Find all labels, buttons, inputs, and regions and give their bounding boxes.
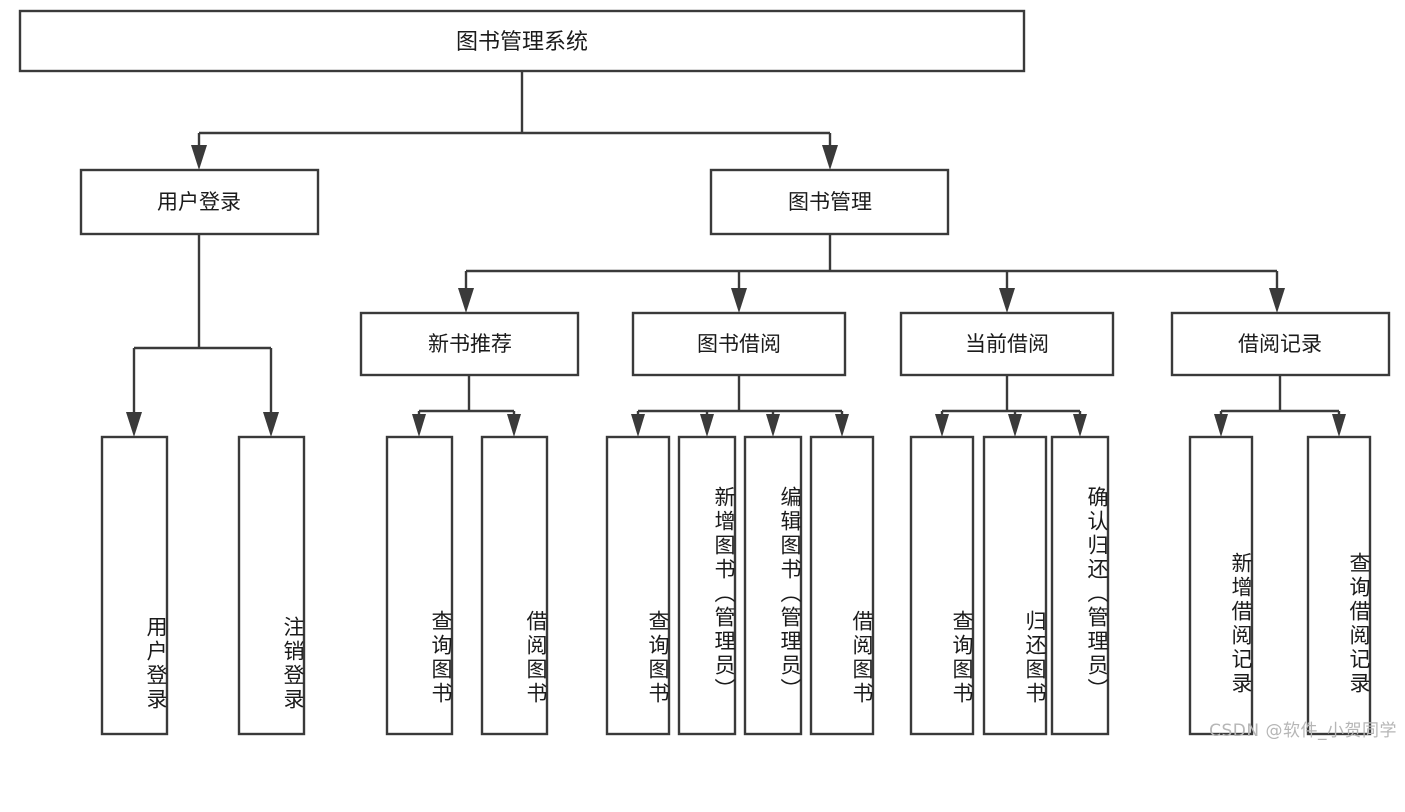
arrow-head-icon: [999, 288, 1015, 313]
edge-group-current-borrow: [935, 375, 1087, 437]
node-leaf-query-book-current-box[interactable]: [909, 435, 975, 736]
node-borrow-record-box[interactable]: [1170, 311, 1391, 377]
arrow-head-icon: [1269, 288, 1285, 313]
node-current-borrow-label: 当前借阅: [965, 332, 1049, 356]
arrow-head-icon: [766, 414, 780, 437]
flowchart-canvas: 图书管理系统 用户登录 图书管理 新书推荐 图书借阅 当前借阅 借阅记录: [18, 9, 1397, 741]
edge-group-book-mgmt: [458, 234, 1285, 313]
flowchart-svg: 图书管理系统 用户登录 图书管理 新书推荐 图书借阅 当前借阅 借阅记录: [18, 9, 1391, 736]
node-leaf-edit-book-admin-box[interactable]: [743, 435, 803, 736]
edge-group-root: [191, 71, 838, 170]
node-user-login-box[interactable]: [79, 168, 320, 236]
node-leaf-add-borrow-record-box[interactable]: [1188, 435, 1254, 736]
edge-group-user-login: [126, 234, 279, 437]
node-book-borrow[interactable]: 图书借阅: [631, 311, 847, 377]
arrow-head-icon: [631, 414, 645, 437]
node-leaf-borrow-book-borrow-box[interactable]: [809, 435, 875, 736]
arrow-head-icon: [507, 414, 521, 437]
node-new-book-recommend-label: 新书推荐: [428, 332, 512, 356]
node-leaf-add-book-admin-box[interactable]: [677, 435, 737, 736]
arrow-head-icon: [412, 414, 426, 437]
node-leaf-query-book-borrow-box[interactable]: [605, 435, 671, 736]
edge-group-book-borrow: [631, 375, 849, 437]
node-root-system-label: 图书管理系统: [456, 30, 588, 55]
node-current-borrow[interactable]: 当前借阅: [899, 311, 1115, 377]
node-leaf-query-book-newbook-box[interactable]: [385, 435, 454, 736]
node-user-login-label: 用户登录: [157, 190, 241, 214]
node-book-borrow-label: 图书借阅: [697, 332, 781, 356]
arrow-head-icon: [263, 412, 279, 437]
arrow-head-icon: [1214, 414, 1228, 437]
node-leaf-confirm-return-admin-box[interactable]: [1050, 435, 1110, 736]
node-book-borrow-box[interactable]: [631, 311, 847, 377]
node-leaf-query-borrow-record-box[interactable]: [1306, 435, 1372, 736]
arrow-head-icon: [1008, 414, 1022, 437]
node-leaf-return-book-box[interactable]: [982, 435, 1048, 736]
arrow-head-icon: [1073, 414, 1087, 437]
node-root-system-box[interactable]: [18, 9, 1026, 73]
arrow-head-icon: [935, 414, 949, 437]
node-root-system[interactable]: 图书管理系统: [18, 9, 1026, 73]
arrow-head-icon: [458, 288, 474, 313]
arrow-head-icon: [731, 288, 747, 313]
node-borrow-record-label: 借阅记录: [1238, 332, 1322, 356]
node-book-management-box[interactable]: [709, 168, 950, 236]
node-borrow-record[interactable]: 借阅记录: [1170, 311, 1391, 377]
arrow-head-icon: [191, 145, 207, 170]
node-leaf-logout-box[interactable]: [237, 435, 306, 736]
edge-group-new-book: [412, 375, 521, 437]
node-book-management[interactable]: 图书管理: [709, 168, 950, 236]
arrow-head-icon: [835, 414, 849, 437]
node-current-borrow-box[interactable]: [899, 311, 1115, 377]
arrow-head-icon: [700, 414, 714, 437]
node-new-book-recommend[interactable]: 新书推荐: [359, 311, 580, 377]
arrow-head-icon: [126, 412, 142, 437]
node-new-book-recommend-box[interactable]: [359, 311, 580, 377]
edge-group-borrow-record: [1214, 375, 1346, 437]
csdn-watermark: CSDN @软件_小贺同学: [1209, 721, 1397, 741]
arrow-head-icon: [1332, 414, 1346, 437]
node-user-login[interactable]: 用户登录: [79, 168, 320, 236]
node-book-management-label: 图书管理: [788, 190, 872, 214]
node-leaf-borrow-book-newbook-box[interactable]: [480, 435, 549, 736]
arrow-head-icon: [822, 145, 838, 170]
node-leaf-user-login-box[interactable]: [100, 435, 169, 736]
